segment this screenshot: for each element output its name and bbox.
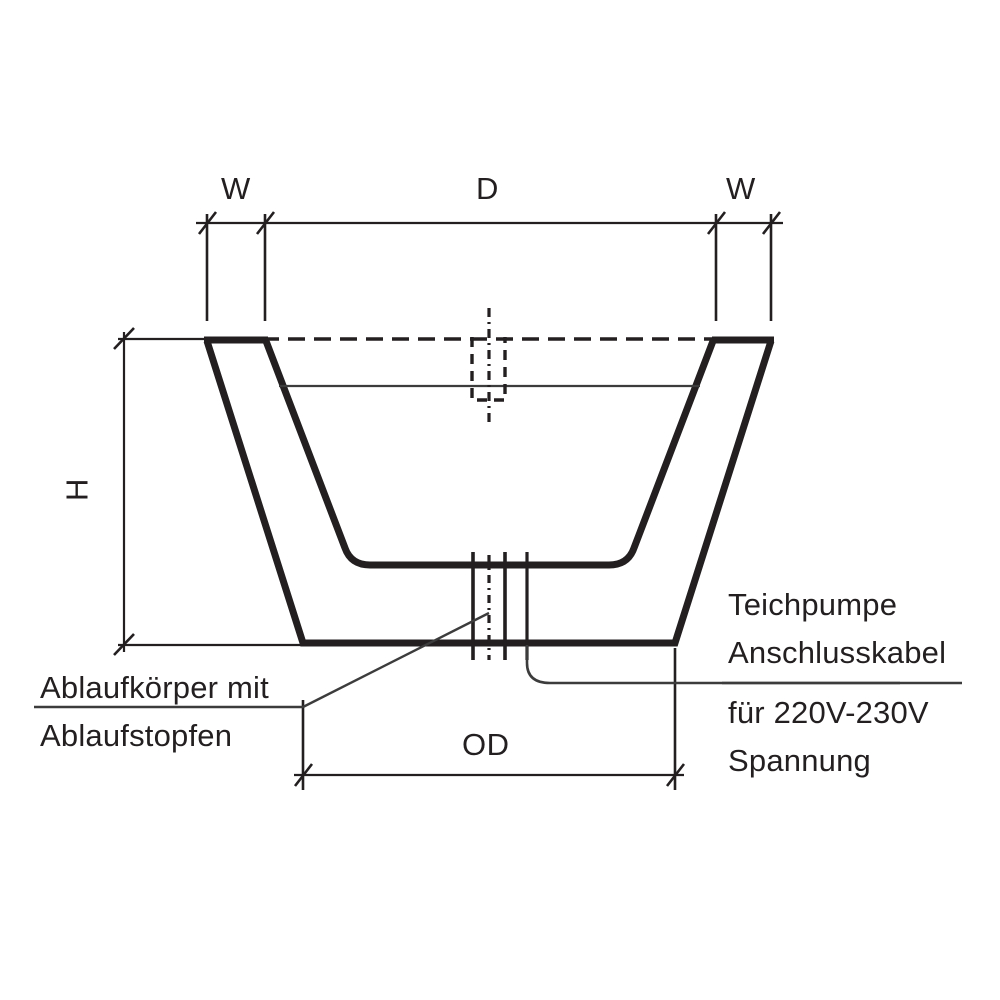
left-annotation-leader-group — [34, 611, 490, 709]
left-note-leader-line — [302, 611, 490, 709]
tick-od-right — [665, 763, 686, 787]
dimension-label-od: OD — [462, 727, 510, 762]
dimension-label-w-right: W — [726, 171, 756, 206]
dimension-label-d: D — [476, 171, 499, 206]
drain-body-group — [471, 552, 529, 660]
od-dimension-group — [293, 648, 686, 790]
right-annotation-line-1: Teichpumpe — [728, 587, 898, 622]
overflow-hidden-outline — [470, 337, 507, 402]
tick-height-top — [113, 327, 135, 350]
vessel-inner-wall-right — [503, 339, 717, 569]
dimension-label-h: H — [59, 478, 95, 501]
tick-w-left-outer — [197, 211, 218, 235]
tick-w-left-inner — [255, 211, 276, 235]
pump-cable-path — [525, 645, 900, 685]
vessel-inner-wall-left — [262, 339, 475, 569]
dimension-label-w-left: W — [221, 171, 251, 206]
right-annotation-line-4: Spannung — [728, 743, 871, 778]
overflow-fitting-group — [470, 308, 507, 423]
top-dimension-group — [196, 211, 783, 321]
tick-w-right-inner — [706, 211, 727, 235]
tick-od-left — [293, 763, 314, 787]
right-annotation-line-3: für 220V-230V — [728, 695, 929, 730]
left-annotation-line-1: Ablaufkörper mit — [40, 670, 269, 705]
height-dimension-group — [113, 327, 310, 656]
right-annotation-line-2: Anschlusskabel — [728, 635, 947, 670]
tick-w-right-outer — [761, 211, 782, 235]
left-annotation-line-2: Ablaufstopfen — [40, 718, 233, 753]
tick-height-bottom — [113, 633, 135, 656]
